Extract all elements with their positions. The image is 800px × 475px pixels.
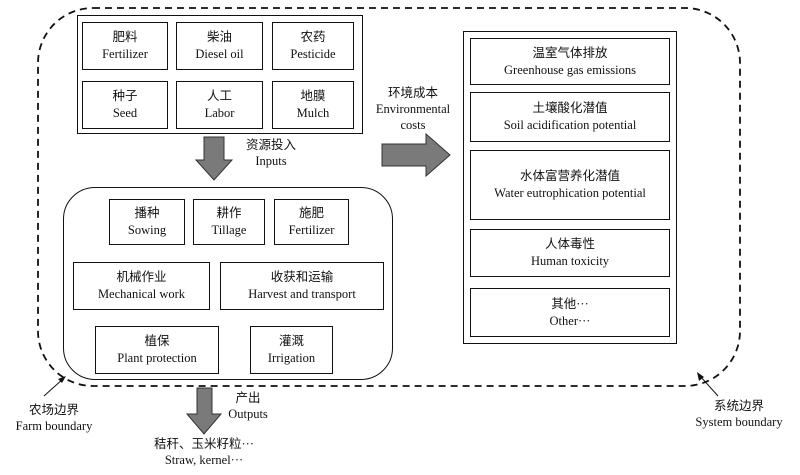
impact-other: 其他···Other···: [470, 288, 670, 337]
system-boundary-label: 系统边界 System boundary: [695, 399, 783, 429]
farm-boundary-label: 农场边界 Farm boundary: [15, 403, 93, 433]
inputs-arrow: [194, 136, 234, 181]
system-boundary-pointer: [699, 375, 719, 397]
outputs-text: 秸秆、玉米籽粒··· Straw, kernel···: [154, 437, 254, 467]
outputs-arrow: [185, 387, 223, 435]
outputs-arrow-label: 产出 Outputs: [228, 391, 268, 421]
environmental-costs-arrow: [381, 132, 451, 178]
environmental-costs-label: 环境成本 Environmental costs: [375, 86, 451, 132]
inputs-arrow-label: 资源投入 Inputs: [245, 138, 296, 168]
